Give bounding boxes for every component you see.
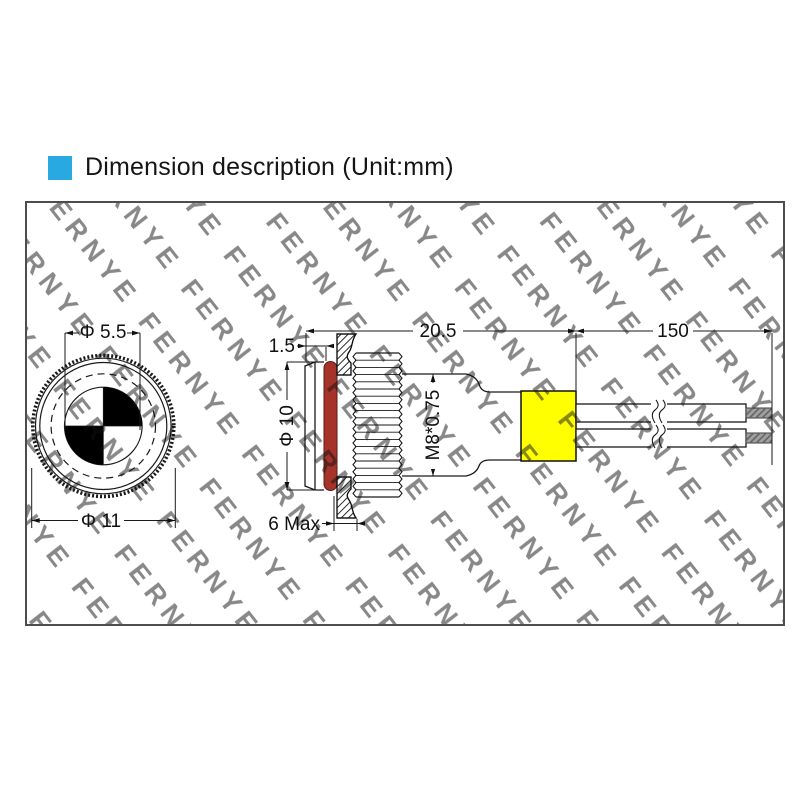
blue-square-bullet-icon <box>48 155 72 180</box>
section-header: Dimension description (Unit:mm) <box>48 153 454 182</box>
watermark-overlay <box>27 203 783 624</box>
bullet-rect <box>48 155 72 180</box>
page-title: Dimension description (Unit:mm) <box>85 153 454 181</box>
